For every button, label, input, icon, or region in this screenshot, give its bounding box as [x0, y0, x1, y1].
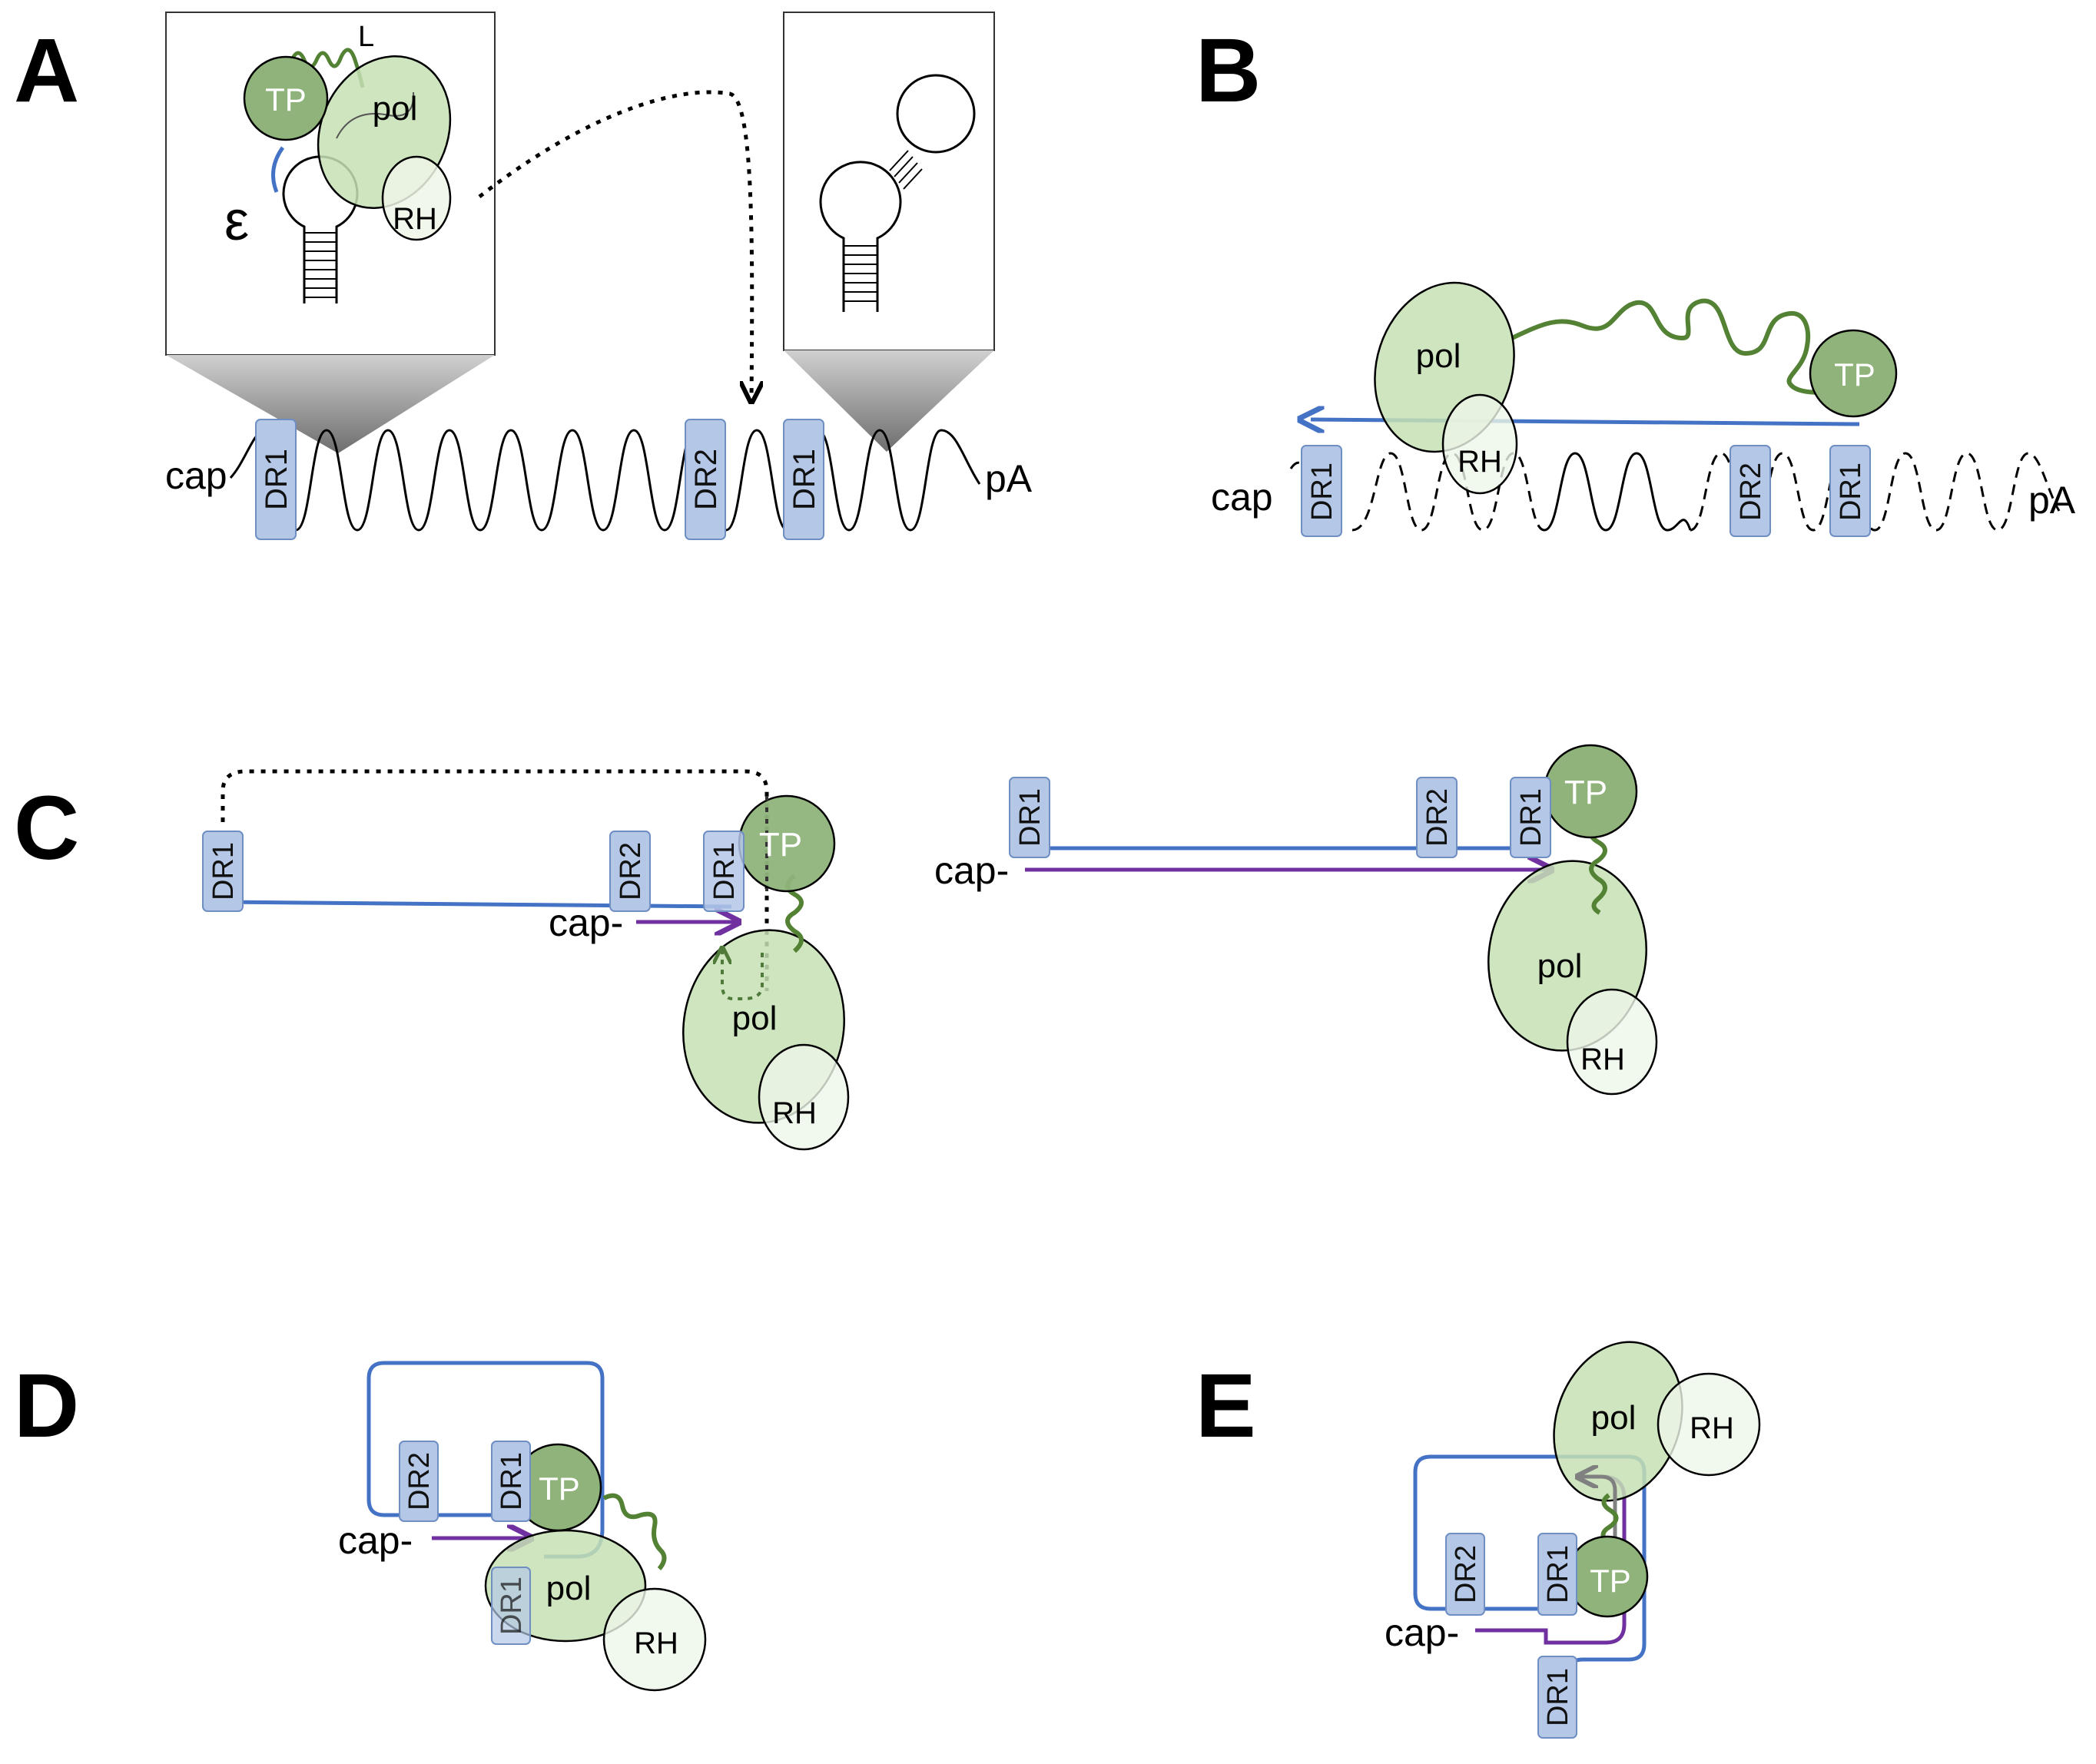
panel-d: D cap- TP pol RH DR2 DR1 DR1	[14, 1355, 707, 1692]
translocation-dotted-path	[221, 769, 769, 991]
svg-text:DR2: DR2	[1421, 788, 1454, 847]
dr1-box-d1: DR1	[491, 1441, 531, 1522]
panel-b: B cap pA TP pol RH DR1 DR2 DR1	[1196, 20, 2076, 537]
panel-d-label: D	[14, 1355, 79, 1457]
tp-label-c2: TP	[1564, 774, 1607, 811]
linker-d	[602, 1493, 667, 1570]
epsilon-inset-cone	[166, 355, 495, 453]
svg-text:DR1: DR1	[1306, 463, 1338, 521]
dr1-box-a1: DR1	[255, 419, 297, 540]
rh-label: RH	[393, 202, 437, 236]
svg-text:DR1: DR1	[1515, 788, 1547, 847]
rh-domain-e	[1657, 1372, 1761, 1477]
secondary-structure-cone	[784, 350, 994, 452]
rh-label-d: RH	[634, 1626, 678, 1660]
tp-label: TP	[265, 81, 307, 118]
rh-domain	[381, 155, 452, 241]
svg-text:DR1: DR1	[708, 842, 741, 900]
linker-label: L	[358, 21, 374, 53]
rh-label-e: RH	[1690, 1411, 1734, 1445]
minus-strand-c1	[222, 900, 732, 909]
dr2-box-d: DR2	[399, 1441, 439, 1522]
svg-text:DR1: DR1	[788, 449, 821, 510]
pol-label-c2: pol	[1537, 947, 1583, 985]
rh-domain-b	[1441, 393, 1518, 495]
tp-domain-b	[1809, 329, 1898, 418]
cap-label-d: cap-	[338, 1519, 413, 1562]
dr2-box-c1: DR2	[609, 831, 651, 912]
dr1-box-a2: DR1	[783, 419, 824, 540]
dr2-box-e: DR2	[1445, 1533, 1485, 1616]
rh-label-c2: RH	[1580, 1043, 1625, 1076]
tp-domain	[243, 55, 329, 141]
double-loop-structure	[819, 74, 976, 312]
dr1-box-e1: DR1	[1537, 1533, 1577, 1616]
dr1-box-c1b: DR1	[703, 831, 745, 912]
svg-text:DR1: DR1	[496, 1577, 528, 1635]
dr1-box-c1a: DR1	[202, 831, 244, 912]
tp-label-d: TP	[539, 1471, 580, 1507]
svg-text:DR1: DR1	[1014, 788, 1046, 847]
pol-label-b: pol	[1416, 337, 1461, 375]
svg-text:DR2: DR2	[1450, 1545, 1482, 1603]
pol-label: pol	[373, 90, 418, 128]
dr2-box-c2: DR2	[1416, 777, 1458, 858]
pol-label-e: pol	[1591, 1399, 1637, 1437]
pol-label-d: pol	[546, 1570, 592, 1607]
panel-c: C cap- TP pol RH DR1 DR2 DR1 cap-	[14, 744, 1658, 1151]
svg-text:DR2: DR2	[403, 1452, 436, 1510]
tp-label-e: TP	[1590, 1563, 1631, 1599]
linker-b	[1511, 298, 1834, 395]
epsilon-label: ε	[224, 191, 249, 252]
rh-domain-c1	[758, 1043, 850, 1151]
cap-label-a: cap	[165, 454, 227, 497]
svg-text:DR1: DR1	[260, 449, 294, 510]
panel-c-label: C	[14, 778, 79, 879]
pa-label-b: pA	[2028, 479, 2076, 522]
pol-label-c1: pol	[732, 1000, 778, 1037]
dr1-box-c2b: DR1	[1510, 777, 1551, 858]
cap-label-b: cap	[1211, 476, 1273, 519]
dr1-box-c2a: DR1	[1009, 777, 1050, 858]
cap-label-c2: cap-	[934, 849, 1009, 892]
linker-icon	[290, 48, 365, 88]
rh-label-b: RH	[1458, 445, 1502, 479]
primer-translocation-arrow	[722, 950, 764, 1000]
panel-e-label: E	[1196, 1355, 1256, 1457]
panel-b-label: B	[1196, 20, 1261, 121]
rh-label-c1: RH	[772, 1096, 817, 1130]
pgrna-wave-b-solid	[1544, 452, 1692, 532]
dr1-box-b1: DR1	[1301, 445, 1342, 537]
dr2-box-b: DR2	[1730, 445, 1771, 537]
svg-text:DR1: DR1	[1542, 1668, 1574, 1726]
svg-text:DR1: DR1	[207, 842, 240, 900]
rh-domain-d	[602, 1587, 707, 1692]
rh-domain-c2	[1566, 988, 1658, 1096]
primer-strand	[271, 146, 285, 193]
pgrna-wave-b-dashed	[1289, 452, 2061, 532]
dr1-box-b2: DR1	[1829, 445, 1871, 537]
svg-text:DR2: DR2	[689, 449, 723, 510]
pol-inner-outline	[336, 91, 415, 139]
transfer-arrow	[478, 90, 752, 400]
pa-label-a: pA	[985, 457, 1033, 500]
tp-label-b: TP	[1834, 356, 1875, 393]
linker-c2	[1589, 821, 1607, 915]
svg-text:DR1: DR1	[1835, 463, 1867, 521]
svg-text:DR1: DR1	[1542, 1545, 1574, 1603]
svg-text:DR1: DR1	[496, 1452, 528, 1510]
dr1-box-d2: DR1	[491, 1567, 531, 1645]
pgrna-wave-a	[229, 429, 981, 532]
panel-a: A ε L TP pol RH	[14, 12, 1033, 540]
svg-text:DR2: DR2	[1735, 463, 1767, 521]
primer-direction-arrow-e	[1580, 1477, 1617, 1552]
panel-a-label: A	[14, 20, 79, 121]
dr2-box-a: DR2	[685, 419, 726, 540]
cap-label-e: cap-	[1385, 1611, 1459, 1654]
svg-text:DR2: DR2	[615, 842, 647, 900]
dr1-box-e2: DR1	[1537, 1656, 1577, 1739]
tp-label-c1: TP	[759, 826, 802, 864]
panel-e: E cap- TP pol RH DR2 DR1 DR1	[1196, 1341, 1761, 1739]
